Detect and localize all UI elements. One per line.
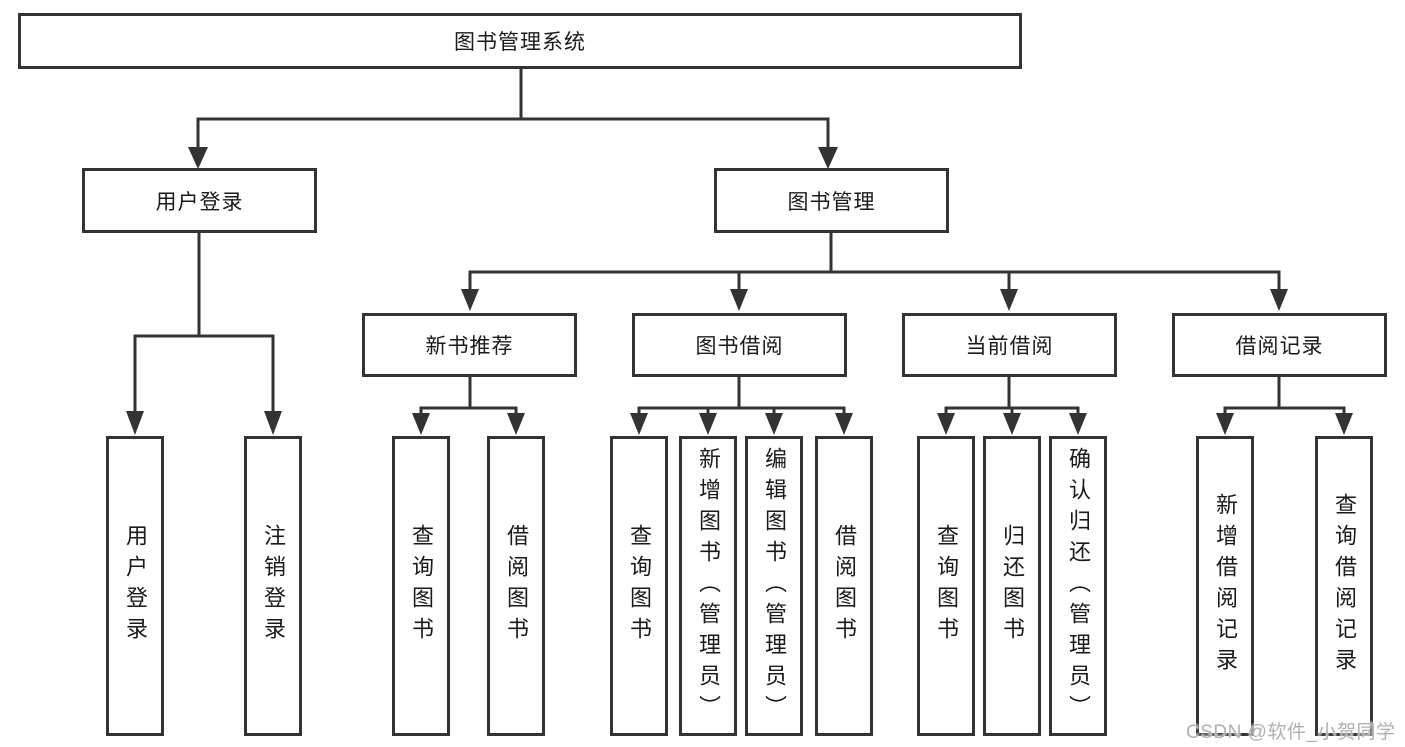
node-book-management-label: 图书管理 (787, 190, 876, 214)
leaf-record-query-borrow-record: 查询借阅记录 (1315, 436, 1373, 736)
node-new-book-recommend-label: 新书推荐 (425, 335, 514, 358)
csdn-watermark: CSDN @软件_小贺同学 (1186, 722, 1396, 743)
leaf-rec-query-books: 查询图书 (392, 436, 450, 736)
node-book-borrowing: 图书借阅 (632, 313, 847, 377)
leaf-borrow-query-books-label: 查询图书 (627, 524, 652, 648)
node-user-login: 用户登录 (82, 168, 317, 233)
leaf-current-confirm-return-admin-label: 确认归还（管理员） (1066, 446, 1091, 726)
node-root-system-label: 图书管理系统 (454, 31, 586, 54)
leaf-borrow-query-books: 查询图书 (610, 436, 668, 736)
leaf-logout-label: 注销登录 (261, 524, 286, 648)
leaf-rec-borrow-books-label: 借阅图书 (504, 524, 529, 648)
leaf-current-query-books: 查询图书 (917, 436, 975, 736)
leaf-rec-borrow-books: 借阅图书 (487, 436, 545, 736)
node-new-book-recommend: 新书推荐 (362, 313, 577, 377)
leaf-current-return-books: 归还图书 (983, 436, 1041, 736)
node-book-management: 图书管理 (714, 168, 949, 233)
leaf-logout: 注销登录 (244, 436, 302, 736)
leaf-borrow-edit-books-admin-label: 编辑图书（管理员） (762, 446, 787, 726)
node-borrowing-records-label: 借阅记录 (1235, 335, 1324, 358)
leaf-record-add-borrow-record: 新增借阅记录 (1196, 436, 1254, 736)
leaf-user-login-label: 用户登录 (123, 524, 148, 648)
node-current-borrowing-label: 当前借阅 (965, 335, 1054, 358)
node-root-system: 图书管理系统 (18, 13, 1022, 69)
leaf-current-confirm-return-admin: 确认归还（管理员） (1049, 436, 1107, 736)
leaf-borrow-borrow-books: 借阅图书 (815, 436, 873, 736)
node-user-login-label: 用户登录 (155, 190, 244, 214)
node-book-borrowing-label: 图书借阅 (695, 335, 784, 358)
leaf-current-query-books-label: 查询图书 (934, 524, 959, 648)
leaf-record-query-borrow-record-label: 查询借阅记录 (1332, 493, 1357, 679)
leaf-borrow-add-books-admin: 新增图书（管理员） (679, 436, 737, 736)
leaf-borrow-edit-books-admin: 编辑图书（管理员） (745, 436, 803, 736)
leaf-borrow-add-books-admin-label: 新增图书（管理员） (696, 446, 721, 726)
node-current-borrowing: 当前借阅 (902, 313, 1117, 377)
leaf-user-login: 用户登录 (106, 436, 164, 736)
arrowheads (126, 147, 1353, 435)
leaf-borrow-borrow-books-label: 借阅图书 (832, 524, 857, 648)
leaf-rec-query-books-label: 查询图书 (409, 524, 434, 648)
leaf-record-add-borrow-record-label: 新增借阅记录 (1213, 493, 1238, 679)
leaf-current-return-books-label: 归还图书 (1000, 524, 1025, 648)
node-borrowing-records: 借阅记录 (1172, 313, 1387, 377)
